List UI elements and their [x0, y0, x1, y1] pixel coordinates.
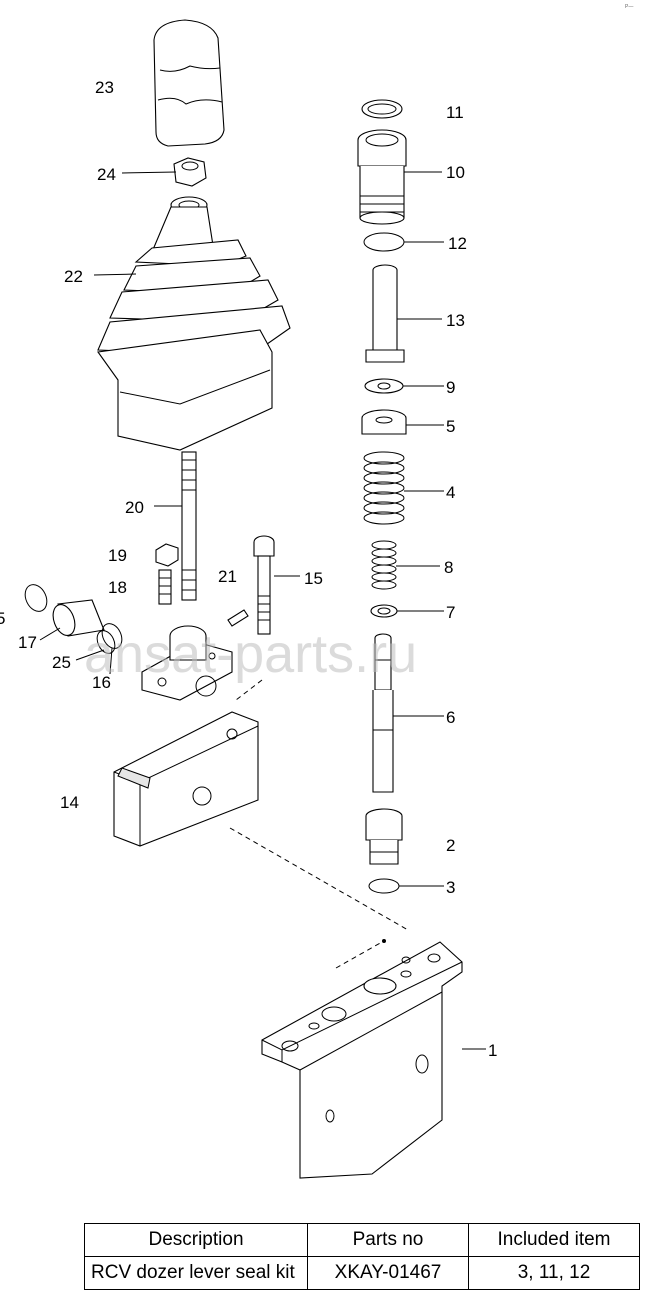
part-10-plug [357, 129, 407, 225]
table-row: RCV dozer lever seal kit XKAY-01467 3, 1… [84, 1256, 640, 1290]
callout-6: 6 [446, 708, 455, 727]
part-22-boot [97, 196, 291, 451]
part-11-ring [361, 99, 403, 119]
part-17-shaft [52, 599, 105, 637]
assembly-line-1 [235, 679, 263, 701]
callout-4: 4 [446, 483, 455, 502]
part-3-o-ring [368, 878, 400, 894]
table-header-row: Description Parts no Included item [84, 1223, 640, 1257]
callout-18: 18 [108, 578, 127, 597]
part-1-valve-body [261, 941, 463, 1179]
callout-9: 9 [446, 378, 455, 397]
pin-dot [382, 939, 386, 943]
assembly-line-2 [229, 827, 409, 931]
cell-included-item: 3, 11, 12 [468, 1256, 640, 1290]
callout-labels: 23 24 22 20 19 18 21 15 5 17 25 16 14 11… [0, 78, 497, 1060]
callout-17: 17 [18, 633, 37, 652]
callout-1: 1 [488, 1041, 497, 1060]
callout-14: 14 [60, 793, 79, 812]
callout-19: 19 [108, 546, 127, 565]
callout-5-left: 5 [0, 609, 5, 628]
seal-kit-table: Description Parts no Included item RCV d… [84, 1223, 640, 1290]
header-included-item: Included item [468, 1223, 640, 1257]
callout-21: 21 [218, 567, 237, 586]
callout-12: 12 [448, 234, 467, 253]
callout-8: 8 [444, 558, 453, 577]
callout-24: 24 [97, 165, 116, 184]
callout-5: 5 [446, 417, 455, 436]
part-25-ring [96, 623, 123, 654]
part-19-nut [155, 543, 179, 567]
part-15-bolt [253, 535, 275, 635]
part-12-o-ring [363, 232, 405, 252]
watermark: ansat-parts.ru [84, 624, 417, 684]
part-13-guide [365, 264, 405, 363]
header-parts-no: Parts no [307, 1223, 469, 1257]
part-24-nut [173, 157, 207, 187]
header-description: Description [84, 1223, 308, 1257]
callout-10: 10 [446, 163, 465, 182]
callout-23: 23 [95, 78, 114, 97]
exploded-parts-diagram: P— [0, 4, 633, 1179]
callout-2: 2 [446, 836, 455, 855]
callout-7: 7 [446, 603, 455, 622]
callout-16: 16 [92, 673, 111, 692]
corner-mark: P— [625, 4, 633, 10]
part-2-plug [365, 808, 403, 865]
callout-22: 22 [64, 267, 83, 286]
part-14-cover [113, 711, 259, 847]
part-5-snap-ring [24, 584, 48, 612]
callout-15: 15 [304, 569, 323, 588]
part-20-threaded-rod [181, 451, 197, 601]
callout-11: 11 [446, 103, 464, 122]
part-18-stud [158, 569, 172, 605]
callout-20: 20 [125, 498, 144, 517]
part-21-pin [227, 609, 249, 627]
cell-parts-no: XKAY-01467 [307, 1256, 469, 1290]
part-6-spool [372, 633, 394, 793]
part-5-seat [361, 409, 407, 435]
part-4-spring [363, 451, 405, 525]
callout-13: 13 [446, 311, 465, 330]
part-9-washer [364, 378, 404, 394]
assembly-line-3 [335, 941, 383, 969]
cell-description: RCV dozer lever seal kit [84, 1256, 308, 1290]
callout-3: 3 [446, 878, 455, 897]
callout-25: 25 [52, 653, 71, 672]
leader-lines [39, 171, 486, 1050]
part-7-washer [370, 604, 398, 618]
part-23-grip [153, 19, 225, 147]
part-8-spring [371, 540, 397, 590]
lever-base-block [141, 625, 233, 701]
